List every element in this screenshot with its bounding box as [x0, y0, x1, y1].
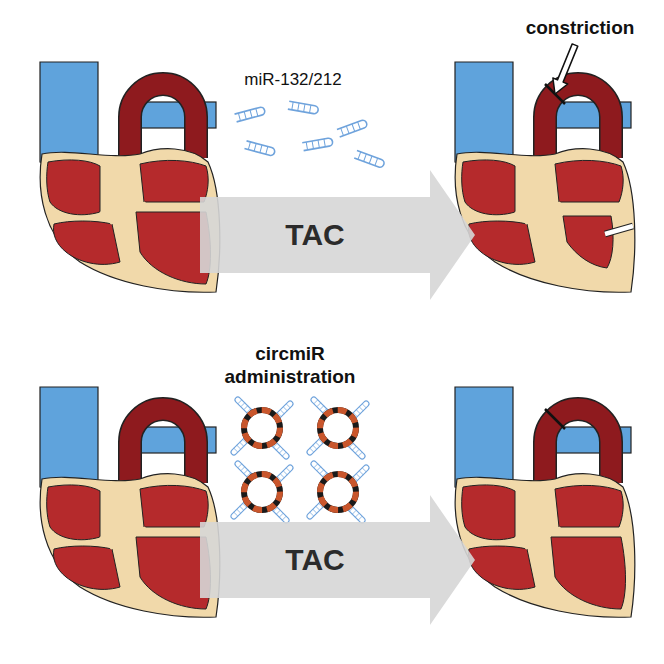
annotation-label: miR-132/212 — [213, 70, 373, 90]
arrow-label: TAC — [200, 522, 430, 598]
arrow-fill — [200, 495, 475, 625]
process-arrow: TAC — [200, 170, 475, 300]
process-arrow: TAC — [200, 495, 475, 625]
pointer-arrow — [553, 44, 578, 94]
annotation-label: constriction — [500, 17, 660, 40]
heart-protected — [455, 387, 635, 617]
circmir-rings — [230, 396, 370, 524]
heart-normal — [40, 387, 220, 617]
heart-hypertrophic — [455, 62, 635, 292]
annotation-label: circmiR administration — [205, 343, 375, 389]
arrow-fill — [200, 170, 475, 300]
arrow-label: TAC — [200, 197, 430, 273]
heart-normal — [40, 62, 220, 292]
mirna-hairpins — [235, 101, 386, 168]
